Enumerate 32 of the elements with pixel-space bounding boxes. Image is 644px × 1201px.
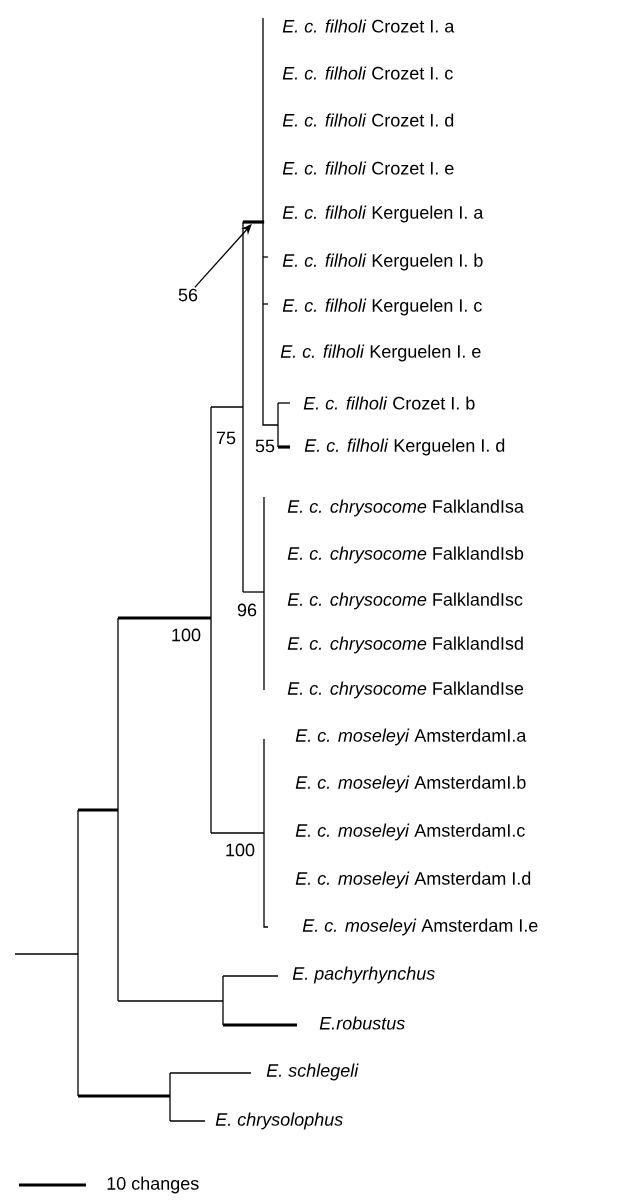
taxon-label: E. c. moseleyi AmsterdamI.c: [295, 823, 525, 841]
taxon-label: E. c. filholi Kerguelen I. d: [304, 438, 505, 456]
taxon-label: E. c. filholi Kerguelen I. a: [282, 205, 484, 223]
taxon-label: E. schlegeli: [266, 1063, 359, 1081]
scale-label: 10 changes: [107, 1176, 199, 1194]
taxon-label: E. c. filholi Crozet I. e: [282, 161, 454, 175]
taxon-label: E. c. chrysocome FalklandIsc: [287, 592, 523, 610]
bootstrap-value: 96: [237, 603, 257, 617]
taxon-label: E. c. filholi Kerguelen I. e: [280, 344, 481, 362]
taxon-label: E. c. filholi Crozet I. a: [282, 19, 455, 33]
tree-branch: [242, 220, 265, 224]
taxon-label: E. c. filholi Crozet I. c: [282, 66, 453, 80]
taxon-label: E.robustus: [319, 1016, 405, 1030]
taxon-label: E. c. chrysocome FalklandIsb: [287, 546, 524, 564]
bootstrap-value: 75: [216, 431, 236, 445]
taxon-label: E. c. chrysocome FalklandIsd: [287, 636, 523, 654]
bootstrap-value: 55: [255, 439, 275, 453]
taxon-label: E. chrysolophus: [215, 1112, 343, 1130]
taxon-label: E. c. filholi Kerguelen I. c: [282, 298, 482, 316]
bootstrap-value: 100: [226, 843, 255, 857]
taxon-label: E. c. filholi Crozet I. b: [303, 396, 475, 410]
taxon-label: E. c. moseleyi Amsterdam I.e: [302, 918, 538, 936]
bootstrap-value: 56: [178, 288, 198, 302]
bootstrap-value: 100: [172, 628, 201, 642]
taxon-label: E. c. moseleyi AmsterdamI.b: [295, 775, 526, 793]
taxon-label: E. c. filholi Kerguelen I. b: [282, 253, 483, 271]
taxon-label: E. c. filholi Crozet I. d: [282, 113, 454, 127]
taxon-label: E. pachyrhynchus: [292, 966, 435, 984]
taxon-label: E. c. chrysocome FalklandIsa: [287, 499, 524, 517]
taxon-label: E. c. chrysocome FalklandIse: [287, 681, 524, 699]
taxon-label: E. c. moseleyi AmsterdamI.a: [295, 728, 527, 746]
taxon-label: E. c. moseleyi Amsterdam I.d: [295, 871, 531, 889]
